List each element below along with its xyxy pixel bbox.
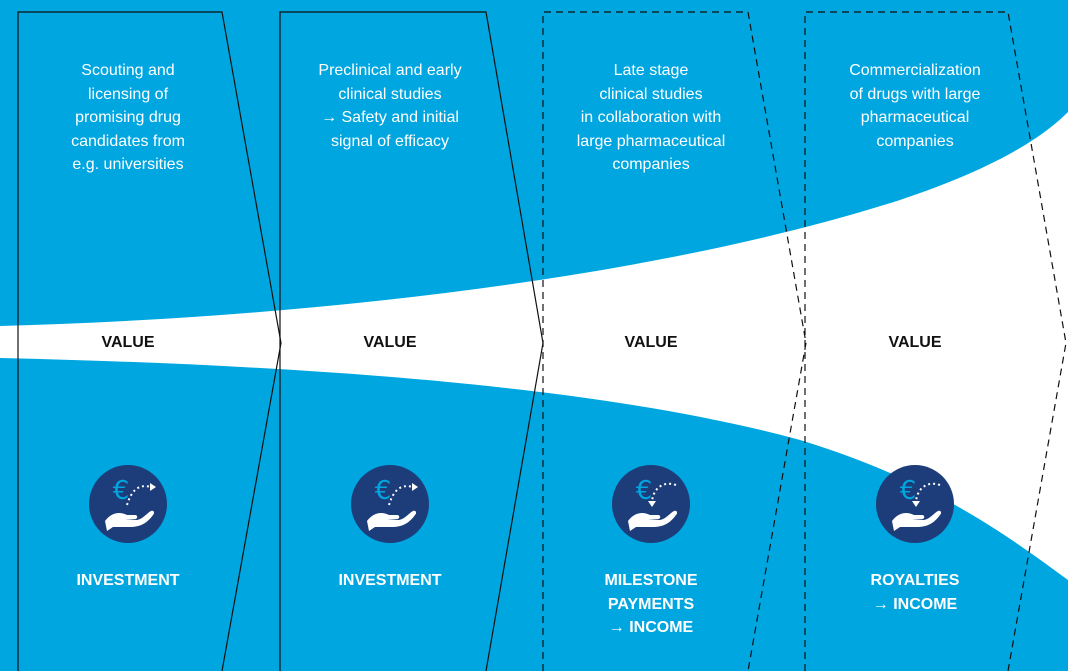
stage-2-bottom-label: INVESTMENT [290, 569, 490, 593]
stage-3-income-line: → INCOME [608, 619, 694, 636]
stage-2-value-label: VALUE [363, 334, 417, 351]
stage-4-bottom-line-1: ROYALTIES [870, 572, 960, 589]
stage-4-line-1: Commercialization [849, 62, 981, 79]
stage-2-line-1: Preclinical and early [318, 62, 462, 79]
value-band [0, 112, 1068, 580]
stage-1-line-2: licensing of [87, 85, 169, 103]
stage-4-line-4: companies [876, 132, 954, 150]
stage-1-bottom-line-1: INVESTMENT [76, 572, 180, 589]
stage-2-line-3: → Safety and initial [321, 109, 459, 126]
svg-text:€: € [113, 476, 130, 506]
svg-text:€: € [636, 476, 653, 506]
svg-text:€: € [375, 476, 392, 506]
stage-1-description: Scouting and licensing of promising drug… [28, 59, 228, 177]
stage-3-outline [542, 11, 807, 671]
stage-1-bottom-label: INVESTMENT [28, 569, 228, 593]
stage-2-line-4: signal of efficacy [331, 132, 449, 150]
stage-3-line-2: clinical studies [599, 85, 703, 103]
stage-1-value-label: VALUE [101, 334, 155, 351]
stage-3-bottom-label: MILESTONE PAYMENTS → INCOME [551, 569, 751, 640]
stage-1-line-5: e.g. universities [72, 156, 184, 173]
euro-incoming-hand-icon: € [876, 465, 954, 543]
stage-4-bottom-label: ROYALTIES → INCOME [815, 569, 1015, 616]
stage-1-outline [17, 11, 282, 671]
stage-3-line-4: large pharmaceutical [576, 132, 726, 150]
stage-4-line-2: of drugs with large [849, 85, 981, 103]
stage-2-line-2: clinical studies [338, 85, 442, 103]
stage-2-bottom-line-1: INVESTMENT [338, 572, 442, 589]
stage-1-line-3: promising drug [75, 109, 181, 126]
stage-4-line-3: pharmaceutical [860, 109, 970, 126]
stage-4-outline [804, 11, 1067, 671]
stage-3-line-3: in collaboration with [580, 109, 722, 126]
euro-incoming-hand-icon: € [612, 465, 690, 543]
stage-1-line-1: Scouting and [81, 62, 175, 79]
stage-3-bottom-line-1: MILESTONE [604, 572, 698, 589]
euro-outgoing-hand-icon: € [351, 465, 429, 543]
stage-4-description: Commercialization of drugs with large ph… [815, 59, 1015, 153]
stage-3-value-label: VALUE [624, 334, 678, 351]
stage-4-income-line: → INCOME [872, 595, 958, 613]
stage-1-line-4: candidates from [71, 132, 185, 150]
stage-4-value-label: VALUE [888, 334, 942, 351]
stage-3-bottom-line-2: PAYMENTS [607, 595, 695, 613]
stage-2-description: Preclinical and early clinical studies →… [290, 59, 490, 153]
stage-3-line-5: companies [612, 156, 690, 173]
svg-text:€: € [900, 476, 917, 506]
stage-3-description: Late stage clinical studies in collabora… [551, 59, 751, 177]
stage-2-outline [279, 11, 544, 671]
euro-outgoing-hand-icon: € [89, 465, 167, 543]
stage-3-line-1: Late stage [613, 62, 689, 79]
